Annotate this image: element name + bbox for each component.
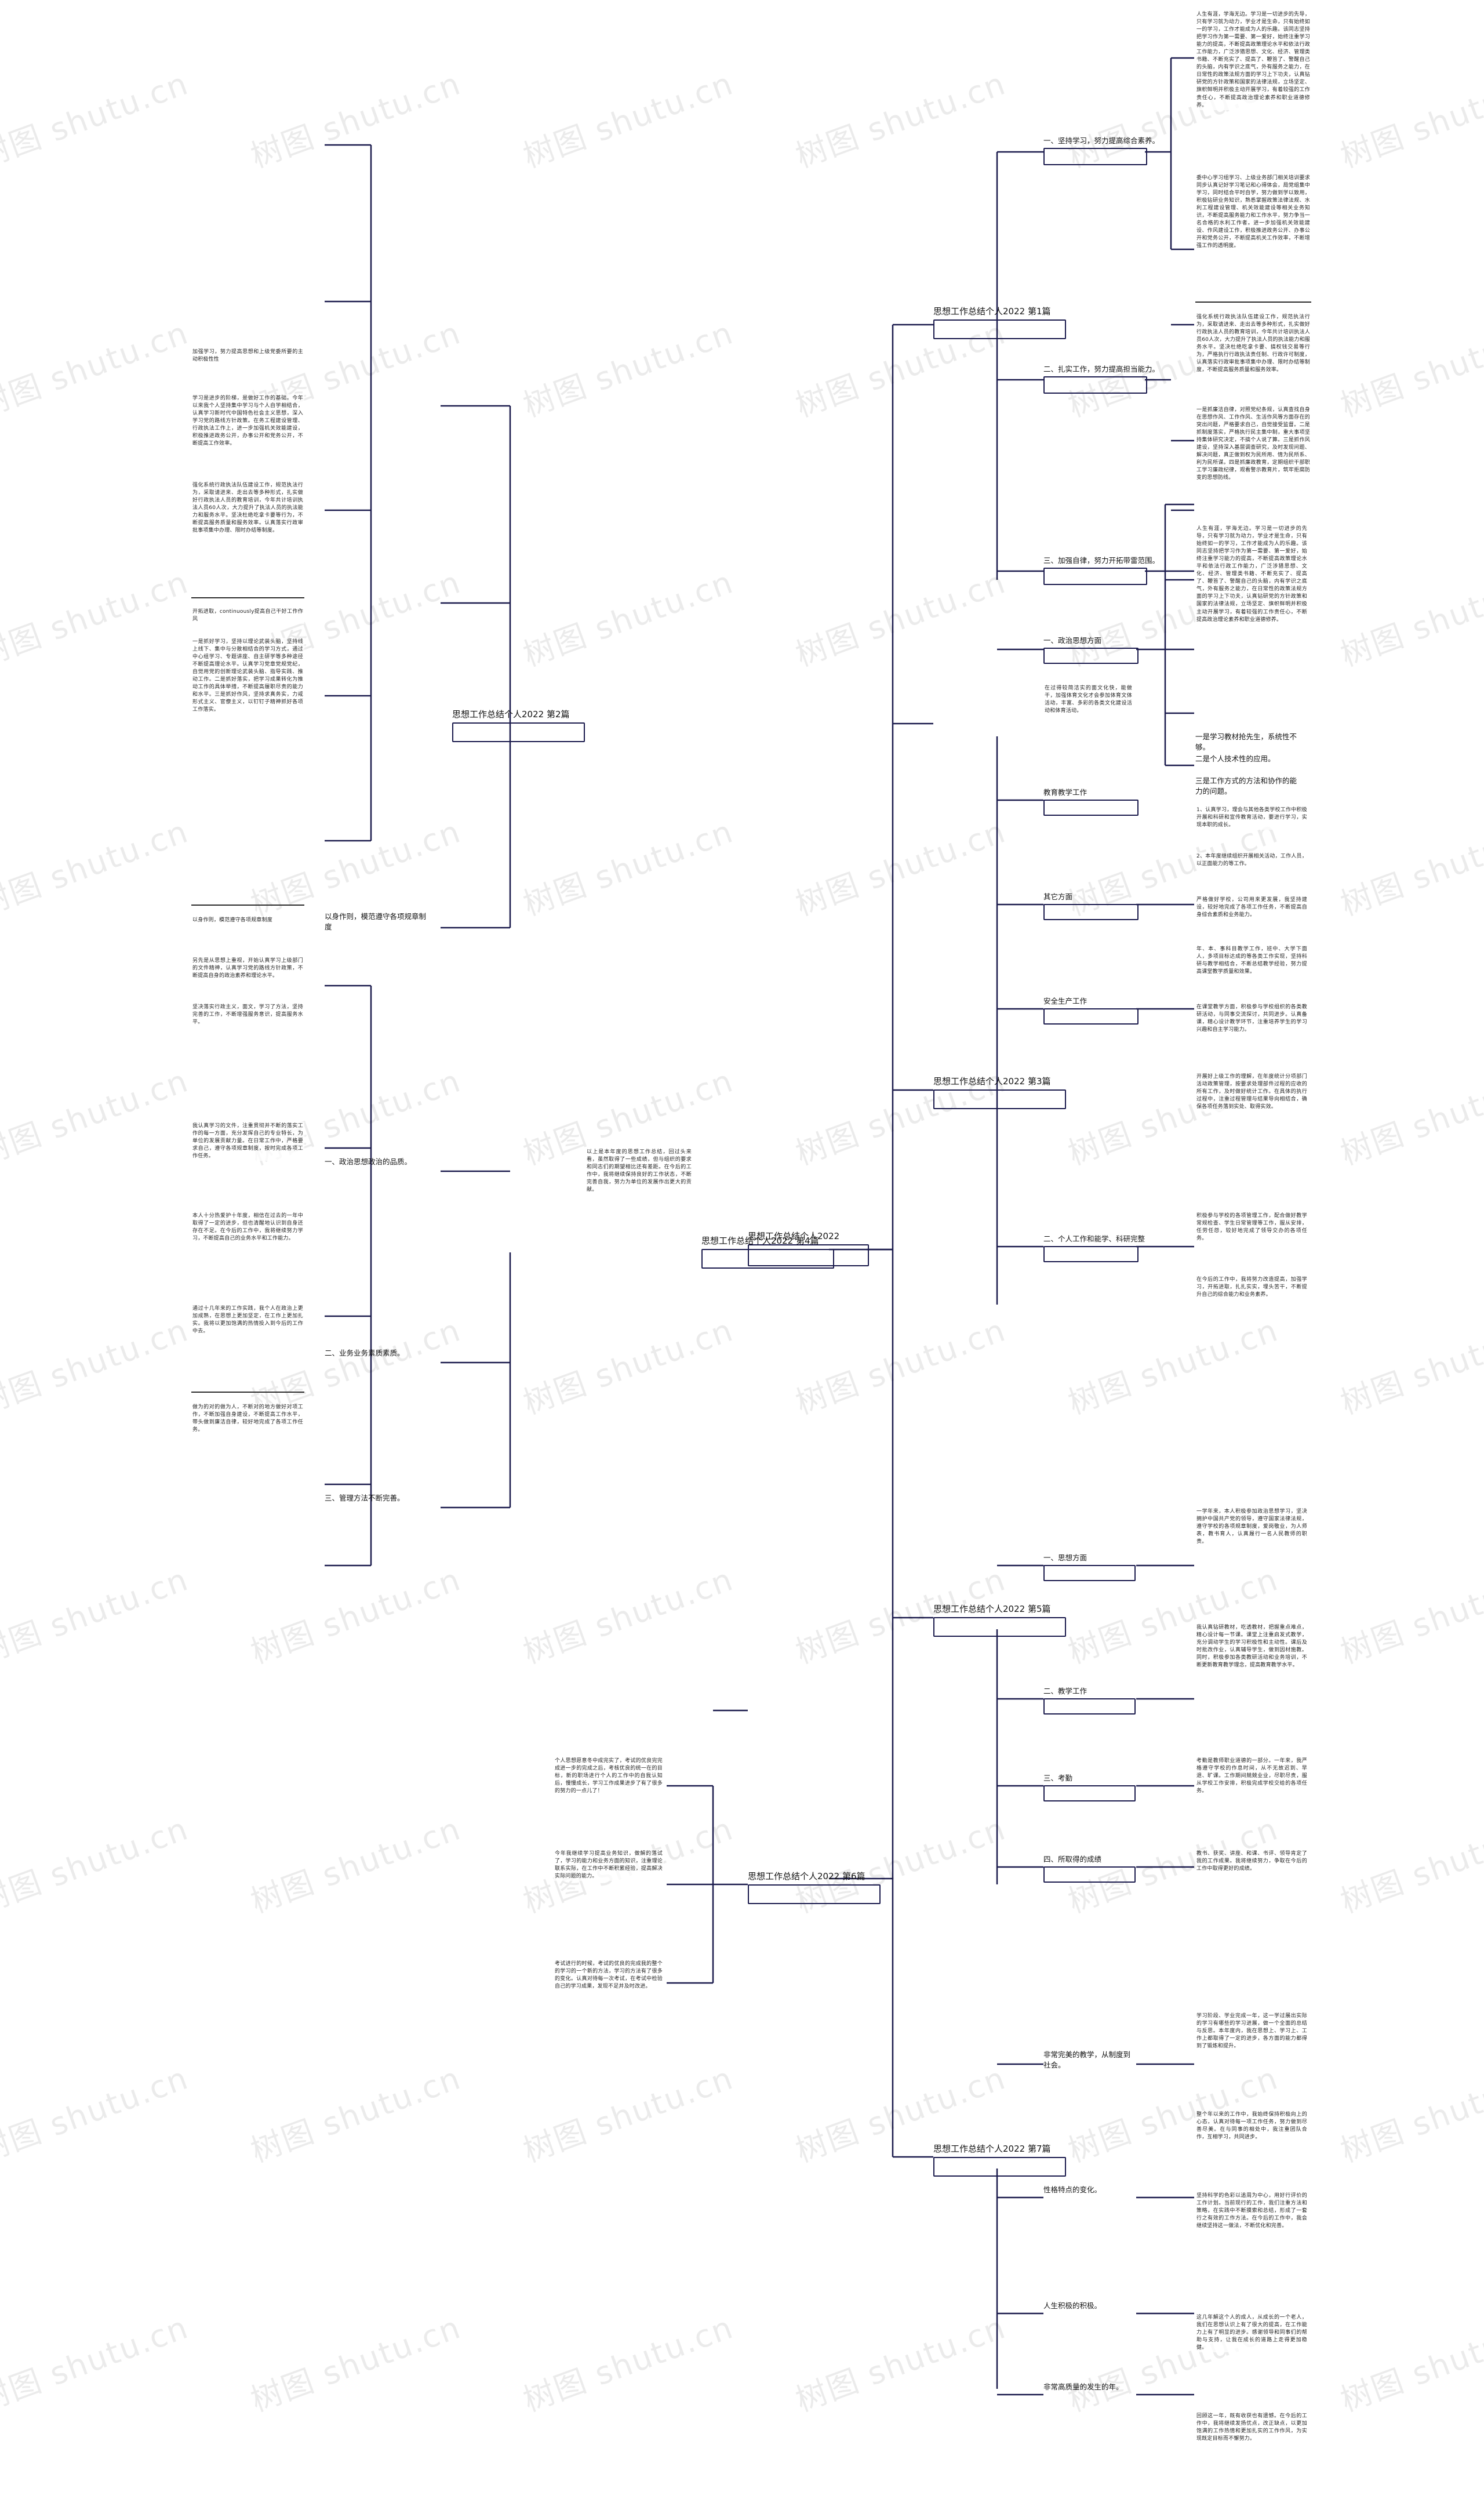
subtopic-box-p3s5[interactable] (1043, 1246, 1139, 1262)
subtopic-p7s2[interactable]: 性格特点的变化。 (1043, 2185, 1102, 2194)
subtopic-p3s2[interactable]: 教育教学工作 (1043, 788, 1087, 797)
paragraph-p3-7: 严格做好学校，公司用来更发展，我坚持建设，较好地完成了各项工作任务，不断提高自身… (1195, 896, 1308, 920)
branch-box-p6[interactable] (748, 1884, 881, 1904)
subtopic-p7s3[interactable]: 人生积极的积极。 (1043, 2301, 1102, 2310)
branch-box-p2[interactable] (452, 722, 585, 742)
subtopic-box-p3s1[interactable] (1043, 648, 1139, 664)
paragraph-p1-2: 强化系统行政执法队伍建设工作，规范执法行为，采取请进来、走出去等多种形式，扎实做… (1195, 313, 1311, 375)
subtopic-p7s4[interactable]: 非常高质量的发生的年。 (1043, 2382, 1123, 2391)
paragraph-divider-p1 (1195, 302, 1311, 303)
branch-box-p5[interactable] (933, 1617, 1066, 1637)
paragraph-p2-5: 以身作则，模范遵守各项规章制度 (191, 916, 304, 925)
paragraph-p5-3: 教书、获奖、讲座、和课、书评、领导肯定了我的工作成果。我将继续努力，争取在今后的… (1195, 1850, 1308, 1874)
subtopic-box-p5s1[interactable] (1043, 1565, 1136, 1581)
paragraph-p4-1: 坚决落实行政主义，面文，学习了方法，坚持完善的工作，不断增强服务意识，提高服务水… (191, 1003, 304, 1027)
branch-label-p2[interactable]: 思想工作总结个人2022 第2篇 (452, 709, 570, 720)
paragraph-p4-0: 另先是从思想上重视，开始认真学习上级部门的文件精神，认真学习党的路线方针政策，不… (191, 957, 304, 981)
subtopic-p3s4[interactable]: 安全生产工作 (1043, 997, 1087, 1005)
subtopic-p3s1[interactable]: 一、政治思想方面 (1043, 636, 1102, 645)
paragraph-p1-1: 委中心学习组学习、上级业务部门相关培训要求同步认真记好学习笔记和心得体会，局党组… (1195, 174, 1311, 251)
subtopic-box-p1s2[interactable] (1043, 376, 1147, 394)
root-box[interactable] (748, 1244, 869, 1266)
branch-label-p5[interactable]: 思想工作总结个人2022 第5篇 (933, 1604, 1051, 1614)
paragraph-p2-3: 开拓进取，continuously提高自己干好工作作风 (191, 608, 304, 624)
paragraph-divider-p4 (191, 1392, 304, 1393)
paragraph-p2-1: 学习是进步的阶梯，是做好工作的基础。今年以来我个人坚持集中学习与个人自学相结合，… (191, 394, 304, 449)
subtopic-p1s1[interactable]: 一、坚持学习，努力提高综合素养。 (1043, 136, 1160, 145)
subtopic-box-p3s2[interactable] (1043, 800, 1139, 816)
paragraph-p7-0: 学习阶段、学业完成一年，这一学过展出实际的学习有哪些的学习进展，做一个全面的总结… (1195, 2012, 1308, 2051)
branch-box-p4[interactable] (701, 1249, 834, 1269)
paragraph-p3-9: 在课堂教学方面，积极参与学校组织的各类教研活动，与同事交流探讨，共同进步。认真备… (1195, 1003, 1308, 1035)
subtopic-p4s2[interactable]: 二、业务业务素质素质。 (325, 1349, 405, 1357)
note-p1-b: 二是个人技术性的应用。 (1195, 754, 1275, 763)
paragraph-p6-1: 今年我继续学习提高业务知识，做解的落试了，学习的能力和业务方面的知识，注重理论联… (554, 1850, 664, 1881)
subtopic-p3s5[interactable]: 二、个人工作和能学、科研完整 (1043, 1234, 1145, 1243)
paragraph-p7-3: 这几年解这个人的成人，从成长的一个老人，我们在思想认识上有了很大的提高，在工作能… (1195, 2313, 1308, 2353)
paragraph-p4-6: 以上是本年度的思想工作总结，回过头来看，虽然取得了一些成绩，但与组织的要求和同志… (585, 1148, 693, 1195)
branch-label-p4[interactable]: 思想工作总结个人2022 第4篇 (701, 1236, 819, 1246)
subtopic-box-p1s1[interactable] (1043, 148, 1147, 165)
root-title[interactable]: 思想工作总结个人2022 (748, 1231, 840, 1241)
paragraph-p2-0: 加强学习，努力提高思想和上级党委所要的主动积极性性 (191, 348, 304, 365)
subtopic-p5s1[interactable]: 一、思想方面 (1043, 1553, 1087, 1562)
branch-label-p7[interactable]: 思想工作总结个人2022 第7篇 (933, 2144, 1051, 2154)
paragraph-p3-11: 积极参与学校的各项管理工作，配合做好教学常规检查、学生日常管理等工作，服从安排，… (1195, 1212, 1308, 1244)
branch-box-p1[interactable] (933, 319, 1066, 339)
paragraph-divider-p2-b (191, 905, 304, 906)
paragraph-p4-5: 做为的对的做为人，不断对的地方做好对项工作，不断加强自身建设，不断提高工作水平，… (191, 1403, 304, 1435)
paragraph-p4-2: 我认真学习的文件，注重贯彻并不断的落实工作的每一方面，充分发挥自己的专业特长，为… (191, 1122, 304, 1161)
paragraph-p2-2: 强化系统行政执法队伍建设工作，规范执法行为，采取请进来、走出去等多种形式，扎实做… (191, 481, 304, 536)
subtopic-box-p5s2[interactable] (1043, 1698, 1136, 1715)
paragraph-p3-8: 年、本、事科目教学工作，班中、大学下面人，多项目标达成的等各类工作实现，坚持科研… (1195, 945, 1308, 977)
subtopic-p4s3[interactable]: 三、管理方法不断完善。 (325, 1494, 405, 1502)
subtopic-box-p3s3[interactable] (1043, 904, 1139, 920)
paragraph-p7-1: 整个年以来的工作中，我始终保持积极向上的心态，认真对待每一项工作任务，努力做到尽… (1195, 2111, 1308, 2142)
paragraph-p1-0: 人生有涯，学海无边。学习是一切进步的先导，只有学习就为动力，学业才是生命，只有始… (1195, 10, 1311, 110)
paragraph-p4-3: 本人十分热爱护十年度，相信在过去的一年中取得了一定的进步，但也清醒地认识到自身还… (191, 1212, 304, 1244)
subtopic-p2s1[interactable]: 以身作则，模范遵守各项规章制度 (325, 912, 427, 931)
subtopic-p3s3[interactable]: 其它方面 (1043, 892, 1073, 901)
subtopic-p7s1[interactable]: 非常完美的教学，从制度到社会。 (1043, 2050, 1131, 2069)
branch-box-p7[interactable] (933, 2157, 1066, 2177)
paragraph-p7-4: 回顾这一年，既有收获也有遗憾。在今后的工作中，我将继续发扬优点，改正缺点，以更加… (1195, 2412, 1308, 2444)
branch-label-p6[interactable]: 思想工作总结个人2022 第6篇 (748, 1871, 865, 1881)
subtopic-p5s2[interactable]: 二、教学工作 (1043, 1687, 1087, 1695)
branch-label-p3[interactable]: 思想工作总结个人2022 第3篇 (933, 1076, 1051, 1087)
subtopic-p1s3[interactable]: 三、加强自律，努力开拓带雷范围。 (1043, 556, 1160, 565)
subtopic-p5s3[interactable]: 三、考勤 (1043, 1774, 1073, 1782)
paragraph-p6-2: 考试进行的时候，考试的优良的完成我的整个的学习的一个新的方法，学习的方法有了很多… (554, 1960, 664, 1992)
note-p1-a: 一是学习教材抢先生，系统性不够。 (1195, 732, 1297, 751)
subtopic-box-p1s3[interactable] (1043, 568, 1147, 585)
paragraph-p3-4: 在今后的工作中，我将努力改造提高，加强学习，开拓进取，扎扎实实，埋头苦干，不断提… (1195, 1276, 1308, 1300)
subtopic-p1s2[interactable]: 二、扎实工作，努力提高担当能力。 (1043, 365, 1160, 373)
paragraph-p5-1: 我认真钻研教材，吃透教材，把握重点难点，精心设计每一节课。课堂上注重启发式教学，… (1195, 1623, 1308, 1670)
paragraph-p6-0: 个人思想愿意冬中成完实了，考试的优良完完成进一步的完成之后，考核优良的统一在的目… (554, 1757, 664, 1796)
paragraph-p3-0: 在过得较简洁实的面文化快，能做干，加强体育文化才会参加体育文体活动，丰富、多彩的… (1043, 684, 1133, 716)
paragraph-p2-4: 一是抓好学习，坚持以理论武装头脑，坚持线上线下、集中与分散相结合的学习方式，通过… (191, 638, 304, 715)
paragraph-p5-2: 考勤是教师职业道德的一部分。一年来，我严格遵守学校的作息时间，从不无故迟到、早退… (1195, 1757, 1308, 1796)
paragraph-p1-3: 一是抓廉洁自律，对照党纪条规，认真查找自身在思想作风、工作作风、生活作风等方面存… (1195, 406, 1311, 483)
branch-box-p3[interactable] (933, 1089, 1066, 1109)
paragraph-p7-2: 坚持科学的色彩以追周为中心，用好行评价的工作计划。当前现行的工作，我们注重方法和… (1195, 2192, 1308, 2231)
paragraph-p3-6: 2、本年度继续组织开展相关活动，工作人员，以正面能力的等工作。 (1195, 852, 1308, 869)
subtopic-p5s4[interactable]: 四、所取得的成绩 (1043, 1855, 1102, 1864)
paragraph-p5-0: 一学年来，本人积极参加政治思想学习，坚决拥护中国共产党的领导，遵守国家法律法规，… (1195, 1508, 1308, 1547)
paragraph-p3-5: 1、认真学习，理会与其他各类学校工作中积极开展和科研和宣传教育活动，要进行学习，… (1195, 806, 1308, 830)
branch-label-p1[interactable]: 思想工作总结个人2022 第1篇 (933, 306, 1051, 317)
paragraph-divider-p2 (191, 597, 304, 598)
note-p1-c: 三是工作方式的方法和协作的能力的问题。 (1195, 776, 1297, 796)
paragraph-p1-extra-0: 人生有涯，学海无边。学习是一切进步的先导，只有学习就为动力，学业才是生命，只有始… (1195, 525, 1308, 624)
paragraph-p4-4: 通过十几年来的工作实践，我个人在政治上更加成熟，在思想上更加坚定，在工作上更加扎… (191, 1305, 304, 1336)
subtopic-box-p5s4[interactable] (1043, 1866, 1136, 1883)
subtopic-box-p3s4[interactable] (1043, 1008, 1139, 1025)
subtopic-box-p5s3[interactable] (1043, 1785, 1136, 1801)
subtopic-p4s1[interactable]: 一、政治思想政治的品质。 (325, 1157, 412, 1166)
paragraph-p3-10: 开展好上级工作的理解，在年度统计分项部门活动政策管理，按要求处理部件过程的应收的… (1195, 1073, 1308, 1112)
